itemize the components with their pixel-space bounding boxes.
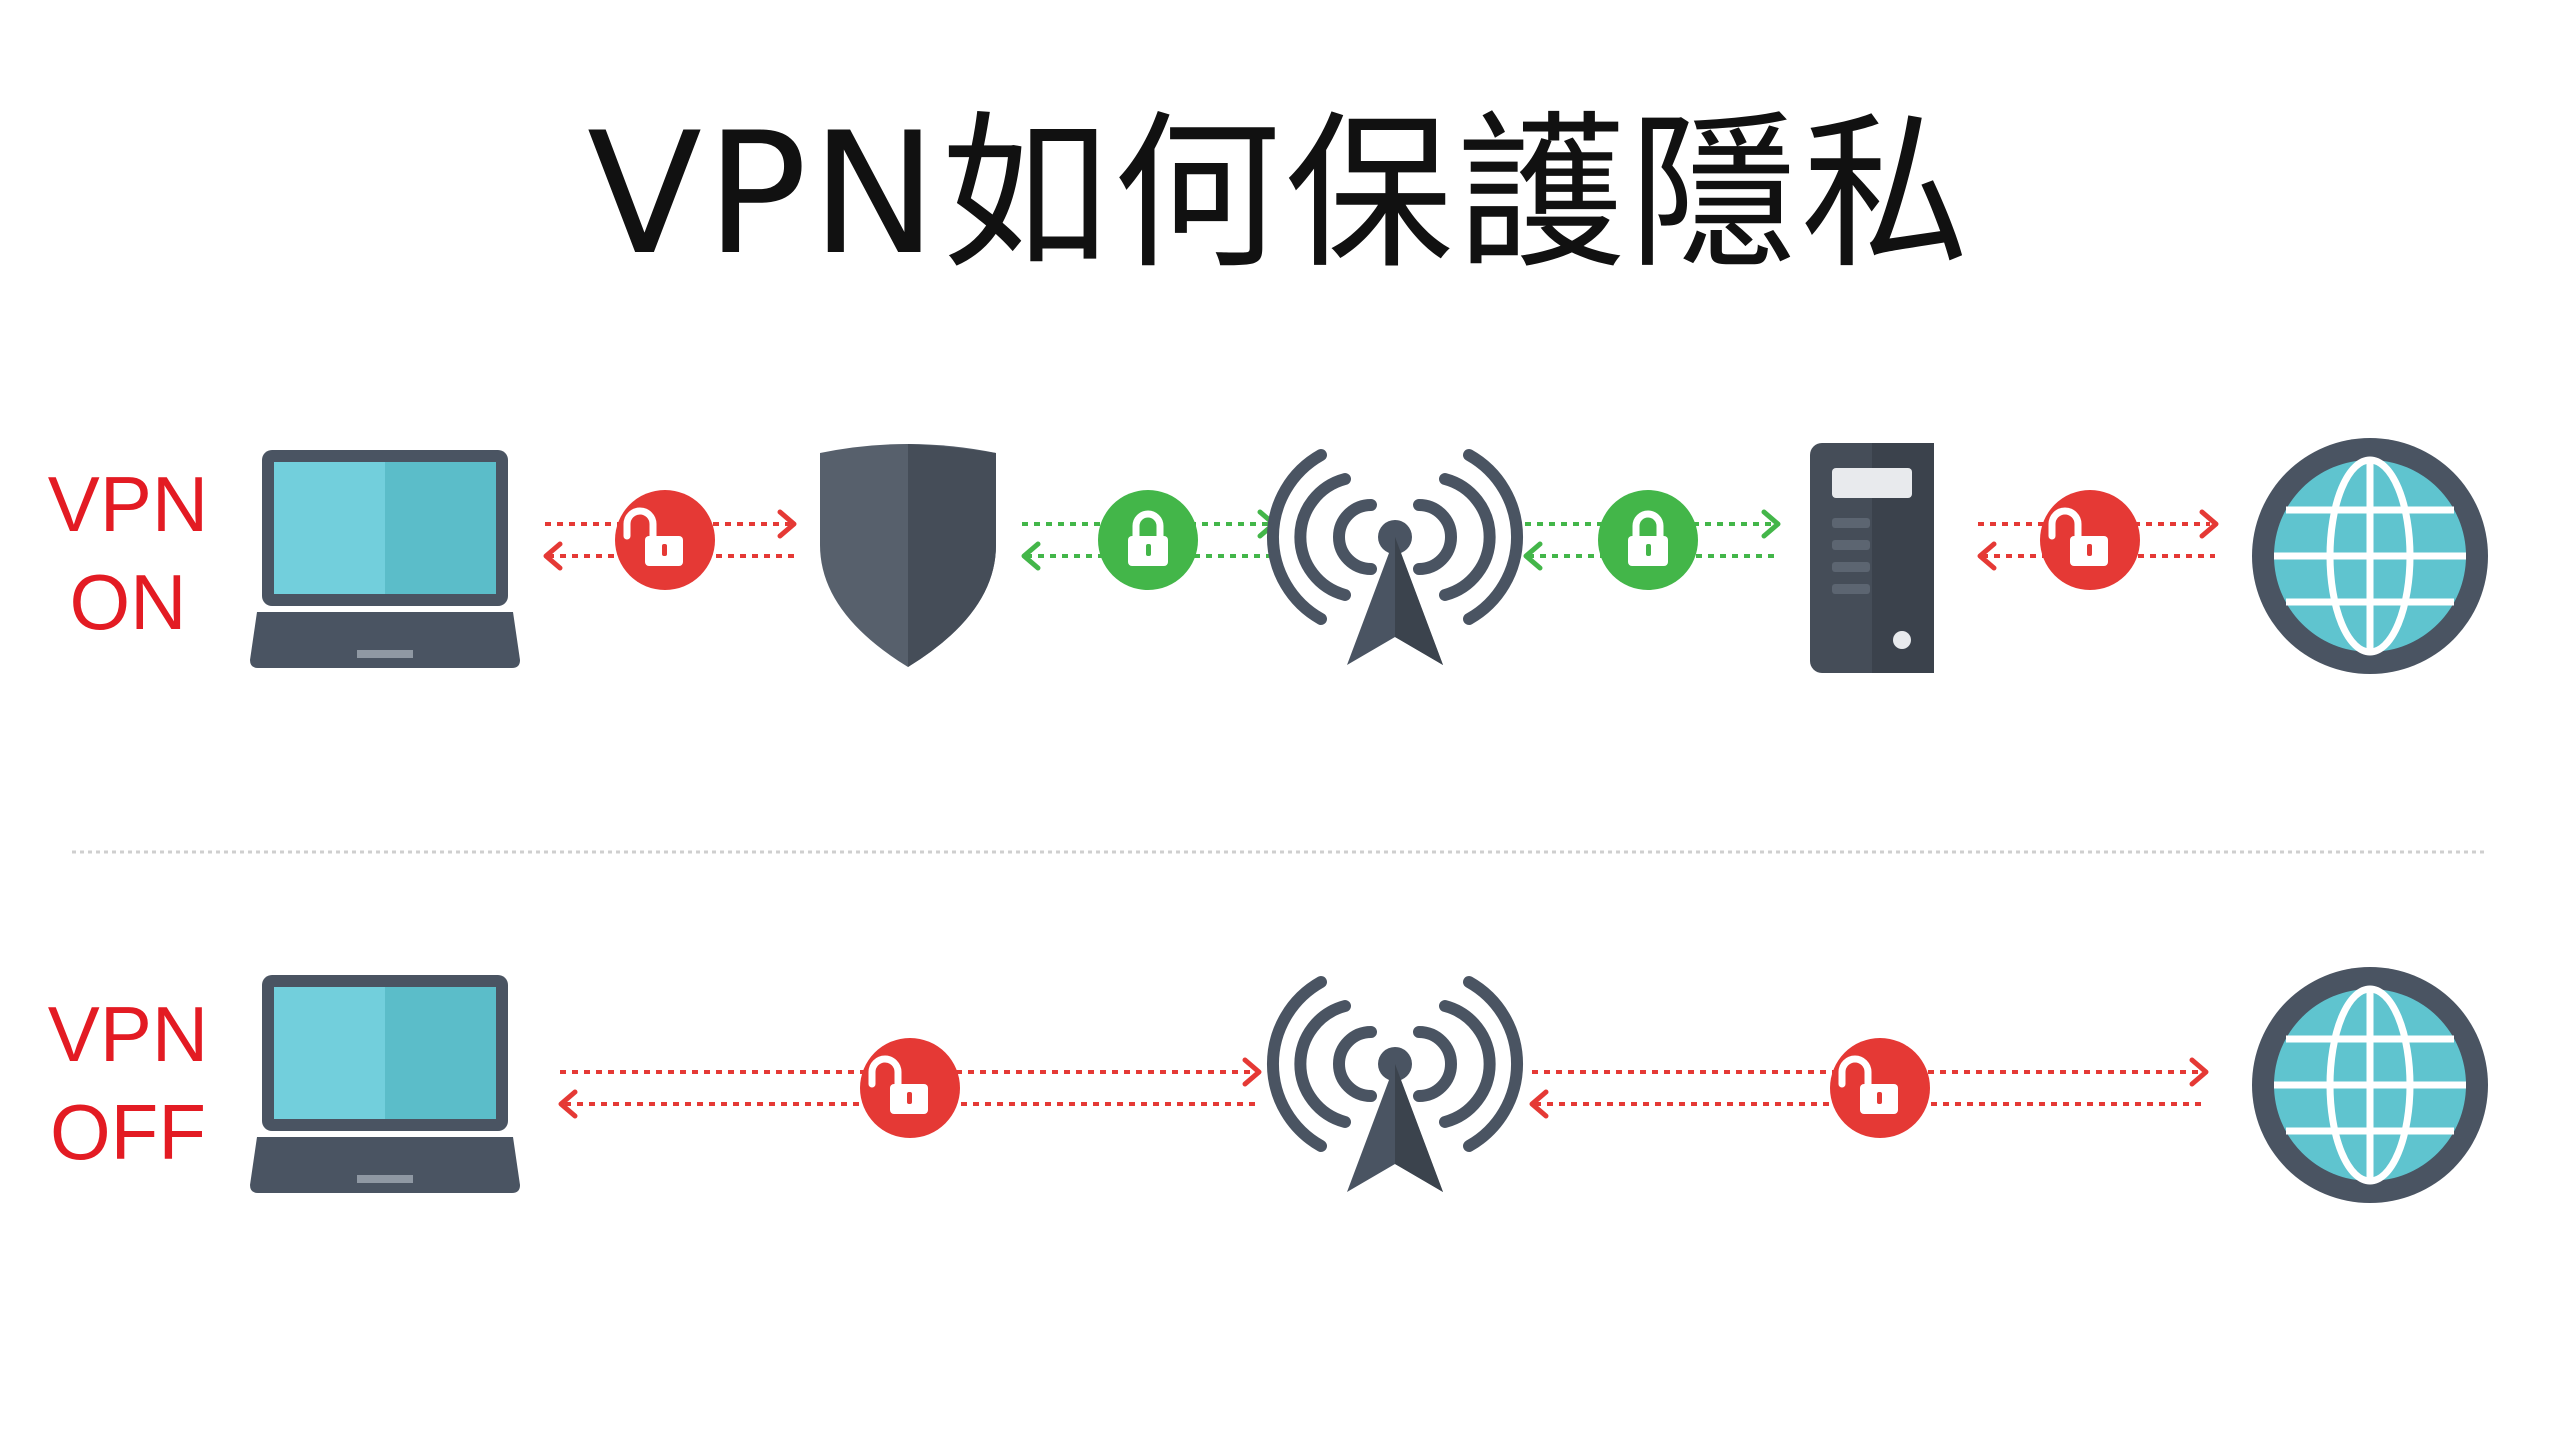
globe-icon [2252,438,2488,674]
lock-closed-icon [1098,490,1198,590]
vpn-off-arrowheads [558,1057,2209,1119]
lock-open-icon [2040,490,2140,590]
laptop-icon [250,450,520,668]
lock-closed-icon [1598,490,1698,590]
laptop-icon [250,975,520,1193]
vpn-off-label: VPN OFF [28,985,228,1181]
globe-icon [2252,967,2488,1203]
vpn-on-label-line2: ON [69,558,187,646]
lock-open-icon [860,1038,960,1138]
lock-open-icon [615,490,715,590]
vpn-on-arrowheads [543,509,2219,571]
vpn-off-label-line1: VPN [47,990,209,1078]
server-icon [1810,443,1934,673]
lock-open-icon [1830,1038,1930,1138]
antenna-tower-icon [1273,982,1517,1192]
antenna-tower-icon [1273,455,1517,665]
vpn-off-label-line2: OFF [50,1088,206,1176]
vpn-off-arrows [560,1070,2203,1106]
vpn-on-label-line1: VPN [47,460,209,548]
page-title: VPN如何保護隱私 [587,96,1973,292]
vpn-on-label: VPN ON [28,455,228,651]
shield-icon [820,444,996,667]
